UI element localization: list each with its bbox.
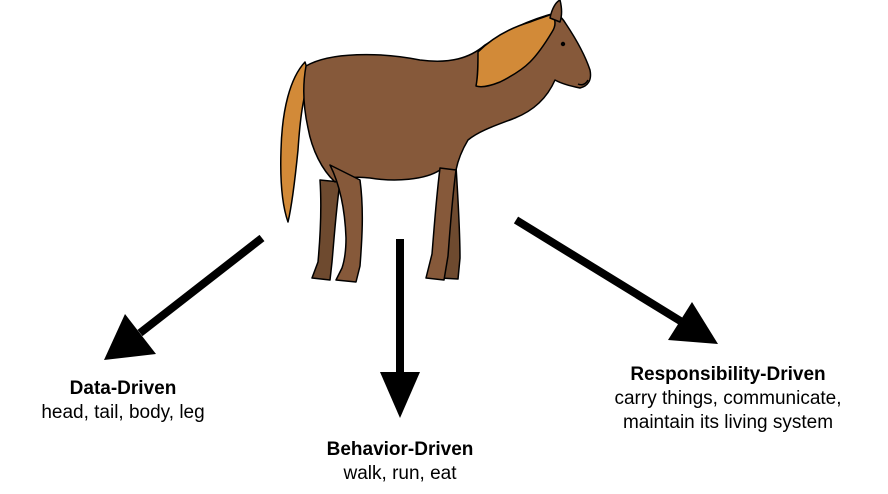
horse-near-leg-back [329,164,364,283]
horse-mouth [577,79,589,86]
horse-mane [475,13,556,88]
horse-illustration [280,0,592,283]
horse-ear [549,0,563,23]
data-driven-label: Data-Driven head, tail, body, leg [0,377,246,425]
horse-near-leg-front [425,167,457,281]
arrow-behavior-driven [380,239,420,418]
behavior-driven-label: Behavior-Driven walk, run, eat [278,438,522,486]
horse-eye [560,41,566,47]
arrows [104,216,718,418]
responsibility-driven-label: Responsibility-Driven carry things, comm… [578,363,878,434]
arrow-responsibility-driven [513,216,718,344]
data-driven-examples: head, tail, body, leg [41,401,205,423]
responsibility-driven-examples-line2: maintain its living system [622,411,834,433]
horse-far-leg-back [311,179,341,281]
data-driven-title: Data-Driven [69,378,177,399]
behavior-driven-examples: walk, run, eat [343,462,457,484]
arrow-data-driven [104,234,265,360]
responsibility-driven-examples-line1: carry things, communicate, [614,387,842,409]
behavior-driven-title: Behavior-Driven [326,439,474,460]
horse-tail [280,61,311,223]
responsibility-driven-title: Responsibility-Driven [630,364,826,385]
